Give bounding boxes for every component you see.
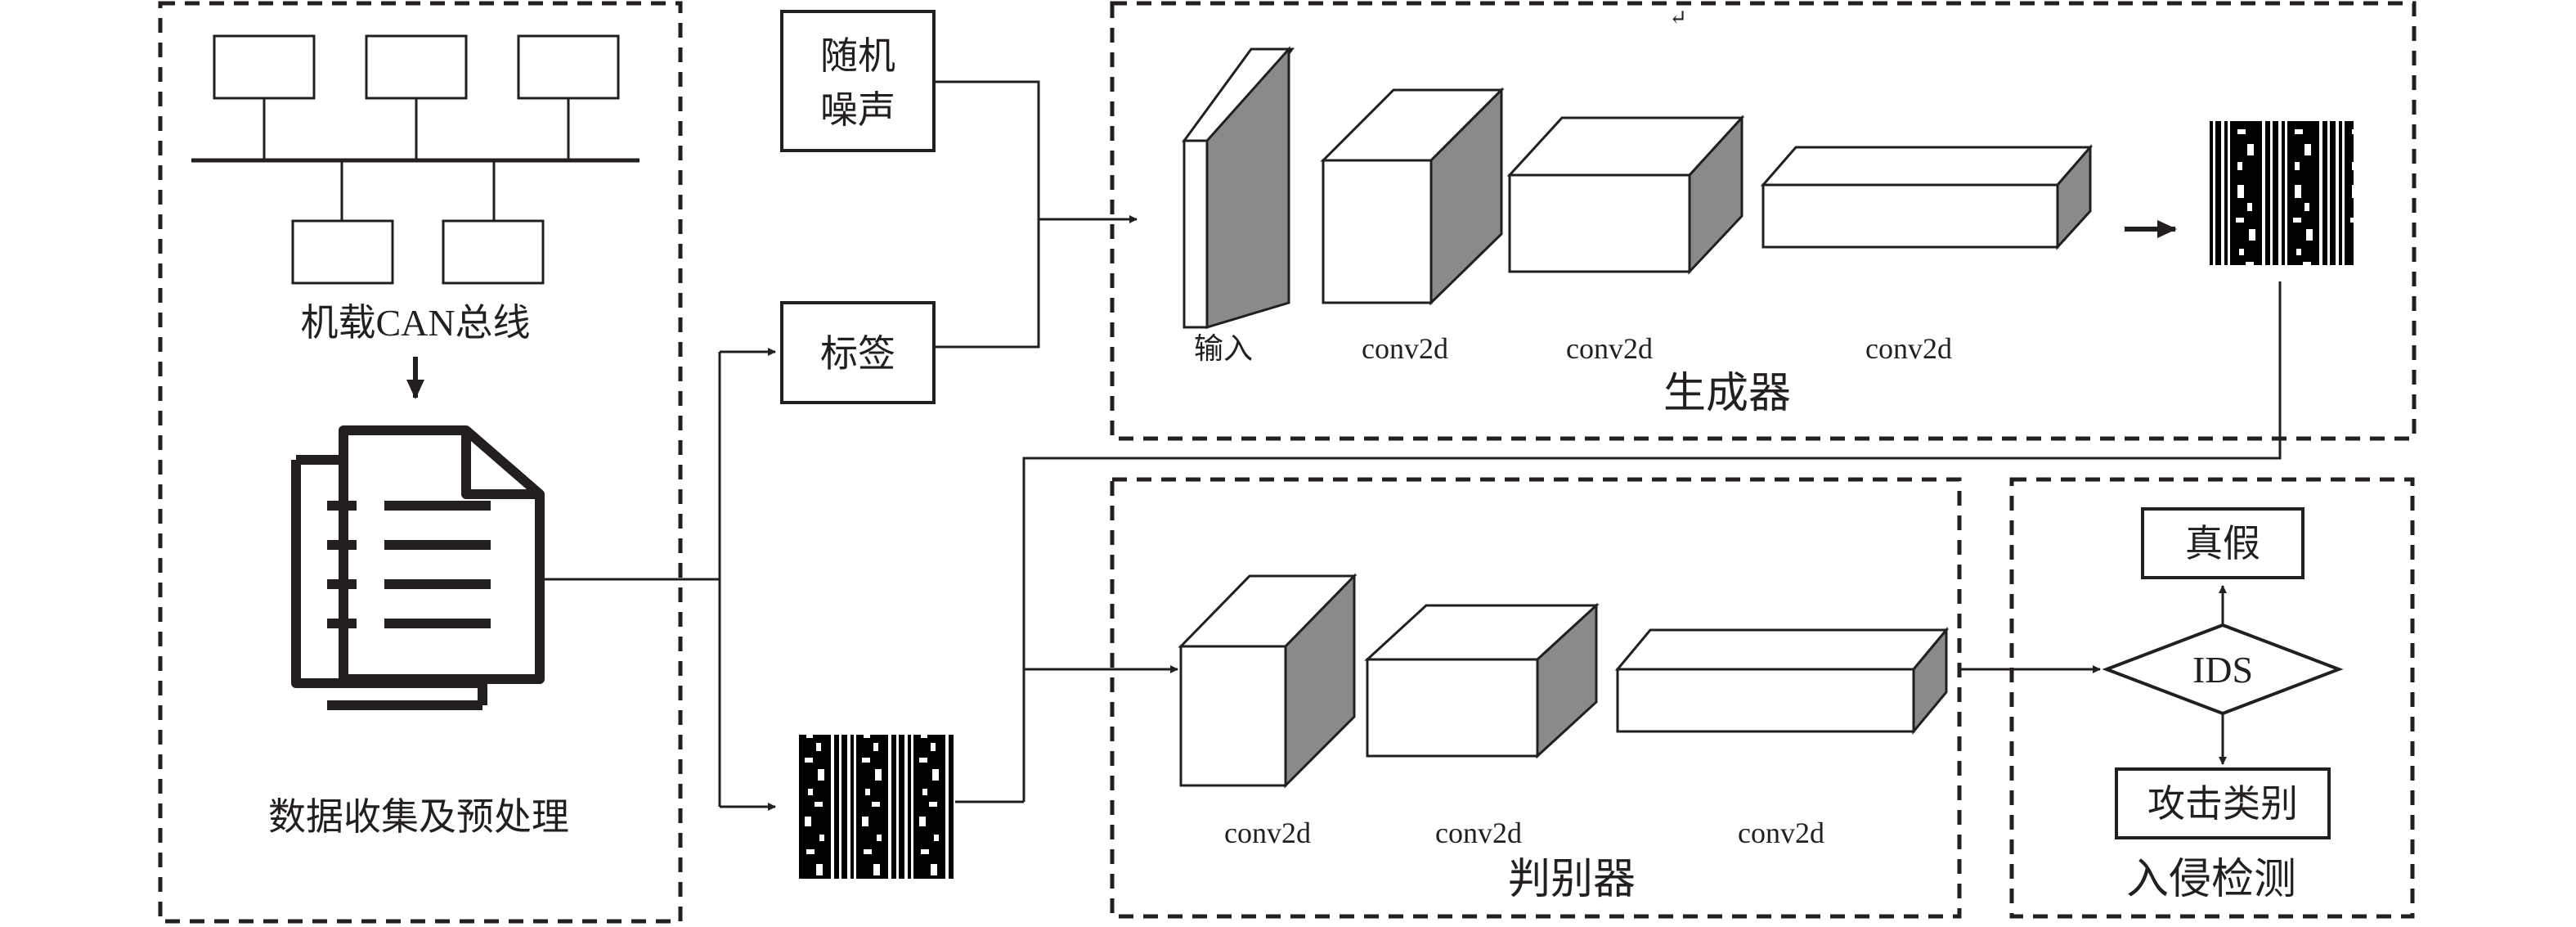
ids-label: IDS (2192, 649, 2253, 691)
discriminator-title: 判别器 (1508, 857, 1636, 903)
label-box-text: 标签 (820, 333, 895, 375)
noise-label-line1: 随机 (820, 35, 895, 77)
discriminator-layer-label-conv2: conv2d (1435, 817, 1522, 849)
generator-conv-block-1 (1320, 87, 1505, 306)
attack-type-label: 攻击类别 (2147, 783, 2298, 825)
preprocess-section: 机载CAN总线 数据收集及预处理 (158, 1, 683, 924)
generator-conv-block-3 (1760, 143, 2094, 250)
can-bus-icon (191, 34, 640, 285)
real-fake-label: 真假 (2185, 523, 2260, 565)
can-bus-label: 机载CAN总线 (300, 302, 530, 344)
discriminator-conv-block-2 (1364, 602, 1600, 759)
return-mark: ↵ (1669, 6, 1687, 29)
generator-input-layer (1182, 46, 1295, 330)
label-box: 标签 (780, 301, 936, 404)
generator-layer-label-conv2: conv2d (1566, 332, 1653, 365)
generator-layer-label-input: 输入 (1194, 332, 1253, 365)
generator-conv-block-2 (1506, 115, 1745, 275)
discriminator-layer-label-conv3: conv2d (1738, 817, 1824, 849)
preprocess-border (158, 1, 683, 924)
attack-type-box (2115, 767, 2331, 839)
discriminator-border (1110, 477, 1962, 919)
documents-icon (291, 425, 545, 710)
split-connectors (543, 348, 776, 811)
generator-title: 生成器 (1663, 371, 1791, 417)
generator-layer-label-conv3: conv2d (1865, 332, 1952, 365)
generator-section: ↵ 输入 conv2d conv2d conv2d (1110, 1, 2417, 441)
discriminator-section: conv2d conv2d conv2d 判别器 (1110, 477, 1962, 919)
discriminator-conv-block-1 (1178, 573, 1358, 789)
ids-diamond (2102, 623, 2344, 716)
generator-border (1110, 1, 2417, 441)
detection-section: 真假 IDS 攻击类别 入侵检测 (2009, 477, 2415, 919)
merge-connectors (934, 80, 1138, 349)
noise-box: 随机 噪声 (780, 10, 936, 152)
discriminator-layer-label-conv1: conv2d (1224, 817, 1311, 849)
generator-layer-label-conv1: conv2d (1362, 332, 1448, 365)
preprocess-label: 数据收集及预处理 (268, 796, 569, 838)
real-fake-box (2141, 507, 2304, 579)
generated-sample-image (2210, 121, 2354, 265)
real-sample-image (797, 735, 955, 879)
detection-border (2009, 477, 2415, 919)
discriminator-conv-block-3 (1614, 626, 1950, 736)
noise-label-line2: 噪声 (820, 89, 895, 131)
detection-title: 入侵检测 (2126, 857, 2296, 903)
generator-to-discriminator-connector (1022, 281, 2282, 802)
